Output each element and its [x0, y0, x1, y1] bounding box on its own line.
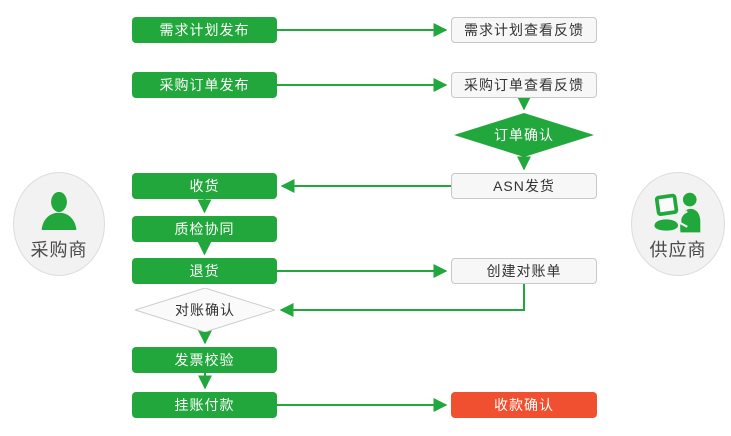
diamond-shape	[454, 113, 594, 157]
supplier-actor: 供应商	[631, 172, 725, 276]
node-demand-plan-publish: 需求计划发布	[132, 17, 277, 43]
node-po-feedback: 采购订单查看反馈	[451, 72, 597, 98]
node-po-publish: 采购订单发布	[132, 72, 277, 98]
buyer-label: 采购商	[30, 240, 88, 260]
connector-statement-to-confirm	[279, 284, 525, 317]
node-create-statement: 创建对账单	[451, 258, 597, 284]
node-receipt-confirm: 收款确认	[451, 392, 597, 418]
decision-order-confirm-label: 订单确认	[494, 127, 554, 143]
decision-statement-confirm-label: 对账确认	[175, 302, 235, 318]
node-quality-collab: 质检协同	[132, 216, 277, 242]
diamond-shape	[135, 288, 275, 332]
supplier-label: 供应商	[649, 240, 707, 260]
node-invoice-check: 发票校验	[132, 347, 277, 373]
decision-order-confirm: 订单确认	[454, 113, 594, 157]
node-book-payment: 挂账付款	[132, 392, 277, 418]
node-asn-ship: ASN发货	[451, 173, 597, 199]
buyer-person-icon	[36, 191, 82, 233]
node-receive: 收货	[132, 173, 277, 199]
supplier-laptop-person-icon	[652, 191, 704, 233]
buyer-actor: 采购商	[13, 172, 105, 276]
node-demand-plan-feedback: 需求计划查看反馈	[451, 17, 597, 43]
decision-statement-confirm: 对账确认	[135, 288, 275, 332]
node-return-goods: 退货	[132, 258, 277, 284]
